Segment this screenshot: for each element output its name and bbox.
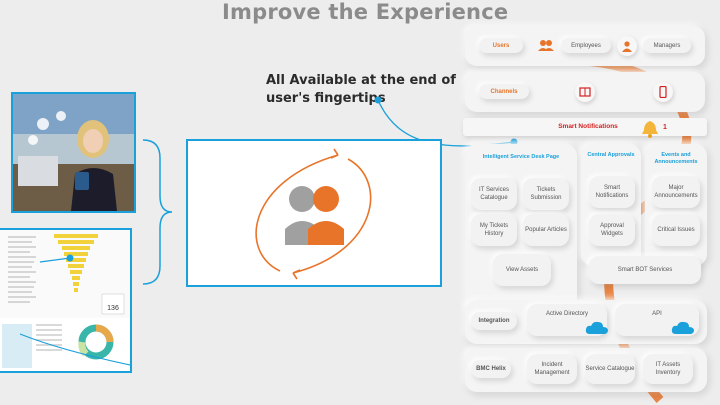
smart-notifications-tile[interactable]: Smart Notifications (589, 176, 635, 208)
incident-management-button[interactable]: Incident Management (527, 354, 577, 384)
tickets-submission-tile[interactable]: Tickets Submission (523, 178, 569, 210)
service-desk-title: Intelligent Service Desk Page (482, 154, 560, 160)
service-catalogue-button[interactable]: Service Catalogue (585, 354, 635, 384)
book-icon[interactable] (575, 82, 595, 102)
smart-bot-services-button[interactable]: Smart BOT Services (589, 256, 701, 284)
it-services-catalogue-tile[interactable]: IT Services Catalogue (471, 178, 517, 210)
notification-count: 1 (663, 124, 667, 131)
channels-button[interactable]: Channels (479, 84, 529, 99)
caption-text: All Available at the end of user's finge… (266, 72, 456, 108)
dashboard-thumbnail: 136 (0, 228, 132, 373)
user-icon (617, 36, 637, 56)
center-illustration (186, 139, 442, 287)
employees-button[interactable]: Employees (561, 38, 611, 53)
central-approvals-title: Central Approvals (587, 152, 635, 158)
users-button[interactable]: Users (479, 38, 523, 53)
users-icon (537, 36, 555, 59)
major-announcements-tile[interactable]: Major Announcements (652, 176, 700, 208)
mobile-icon[interactable] (653, 82, 673, 102)
popular-articles-tile[interactable]: Popular Articles (523, 214, 569, 246)
events-title: Events and Announcements (654, 152, 698, 165)
my-tickets-history-tile[interactable]: My Tickets History (471, 214, 517, 246)
user-photo (11, 92, 136, 213)
integration-label: Integration (471, 312, 517, 330)
managers-button[interactable]: Managers (643, 38, 691, 53)
critical-issues-tile[interactable]: Critical Issues (652, 214, 700, 246)
approval-widgets-tile[interactable]: Approval Widgets (589, 214, 635, 246)
bell-icon (639, 118, 661, 145)
caption-line-2: user's fingertips (266, 91, 386, 106)
cloud-icon (585, 320, 609, 339)
it-assets-inventory-button[interactable]: IT Assets Inventory (643, 354, 693, 384)
caption-line-1: All Available at the end of (266, 73, 456, 88)
bmc-helix-label: BMC Helix (471, 360, 511, 378)
kpi-value: 136 (107, 305, 119, 312)
view-assets-tile[interactable]: View Assets (493, 254, 551, 286)
smart-notifications-label: Smart Notifications (558, 123, 618, 130)
service-panel: Users Employees Managers Channels Smart … (463, 20, 713, 402)
people-icon (255, 148, 372, 280)
page-title: Improve the Experience (222, 0, 509, 24)
cloud-icon (671, 320, 695, 339)
